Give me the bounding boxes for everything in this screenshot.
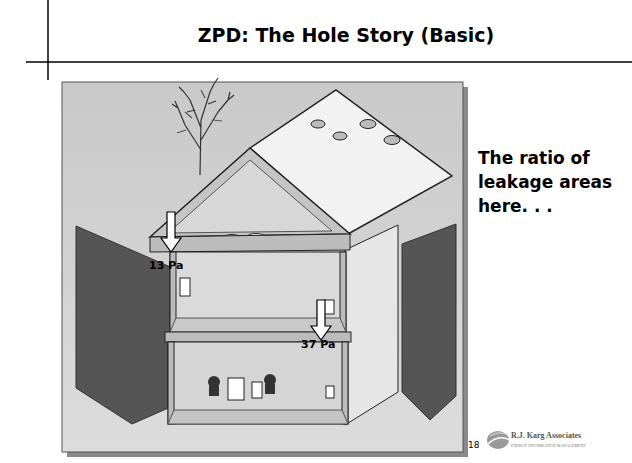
page-number: 18 [468, 440, 479, 450]
note-text: The ratio of leakage areas here. . . [478, 146, 624, 218]
tree [172, 78, 234, 175]
pressure-label: 37 Pa [301, 338, 335, 351]
attic-space [168, 160, 332, 233]
logo-mark [487, 431, 510, 449]
pressure-arrow [311, 300, 331, 340]
roof-hole [360, 120, 376, 129]
logo-name: R.J. Karg Associates [511, 431, 581, 440]
window [180, 278, 190, 296]
logo-tagline: ENERGY INFORMATION MANAGEMENT [511, 443, 586, 448]
pressure-arrow [161, 212, 181, 252]
furnace [228, 378, 244, 400]
roof-hole [384, 136, 400, 145]
roof-hole [333, 132, 347, 140]
attic-gable [150, 148, 350, 237]
ground-plane [76, 226, 182, 424]
water-heater [252, 382, 262, 398]
roof-hole [311, 120, 325, 128]
picture-frame [62, 82, 463, 452]
slide-title: ZPD: The Hole Story (Basic) [60, 24, 632, 46]
fixture [326, 386, 334, 398]
frame-line [47, 0, 49, 80]
basement [168, 342, 348, 424]
house-illustration [76, 78, 456, 425]
pressure-label: 13 Pa [149, 259, 183, 272]
side-wall [345, 225, 398, 425]
ground-plane [402, 224, 456, 420]
frame-line [26, 61, 632, 63]
attic-floor [150, 234, 350, 252]
